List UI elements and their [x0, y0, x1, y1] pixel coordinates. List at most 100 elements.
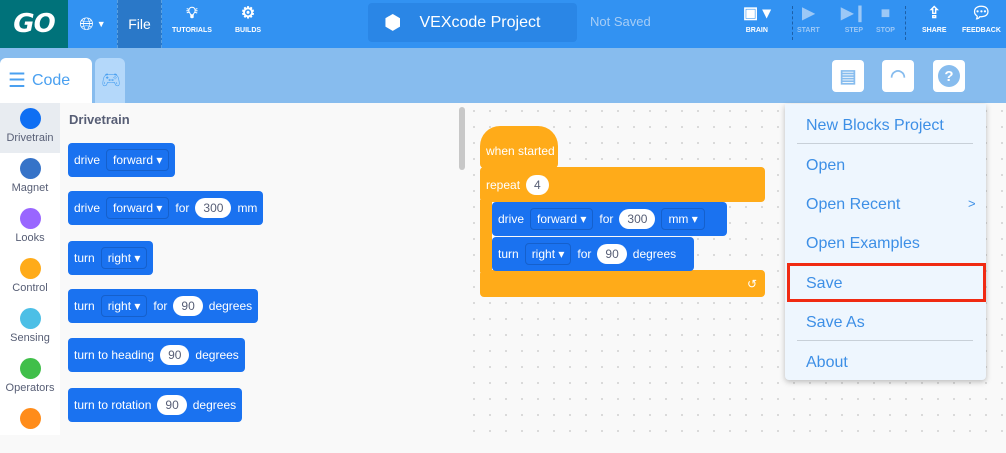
- menu-divider: [797, 340, 973, 341]
- turn-block[interactable]: turn right ▾ for 90 degrees: [492, 237, 694, 271]
- category-more[interactable]: [0, 403, 60, 453]
- category-magnet[interactable]: Magnet: [0, 153, 60, 203]
- dropdown-value: forward: [113, 201, 154, 215]
- project-name-field[interactable]: ⬢VEXcode Project: [368, 3, 577, 42]
- direction-value: right: [531, 247, 556, 261]
- menu-item-open-examples[interactable]: Open Examples: [806, 235, 920, 252]
- start-button[interactable]: ▶START: [797, 4, 820, 34]
- unit-dropdown[interactable]: mm ▾: [661, 208, 705, 230]
- block-input[interactable]: 300: [195, 198, 232, 218]
- category-label: Operators: [5, 382, 55, 394]
- dropdown-value: right: [107, 251, 132, 265]
- menu-item-new-blocks-project[interactable]: New Blocks Project: [806, 117, 944, 134]
- when-started-block[interactable]: when started: [480, 126, 558, 168]
- block-label: turn: [74, 251, 95, 265]
- brain-button[interactable]: ▣ ▾BRAIN: [743, 4, 771, 34]
- block-unit: degrees: [208, 299, 253, 313]
- share-label: SHARE: [922, 27, 947, 34]
- palette-block[interactable]: turn right ▾: [68, 241, 154, 275]
- direction-dropdown[interactable]: right ▾: [524, 243, 572, 265]
- go-logo: GO: [0, 0, 68, 48]
- for-label: for: [577, 247, 592, 261]
- category-dot-icon: [19, 358, 41, 379]
- palette-block[interactable]: turn to heading 90 degrees: [68, 338, 245, 372]
- stop-label: STOP: [876, 27, 895, 34]
- feedback-icon: 💬︎: [971, 5, 992, 22]
- drive-label: drive: [498, 212, 525, 226]
- direction-dropdown[interactable]: forward ▾: [530, 208, 594, 230]
- share-button[interactable]: ⇪SHARE: [922, 4, 947, 34]
- for-label: for: [599, 212, 614, 226]
- category-sensing[interactable]: Sensing: [0, 303, 60, 353]
- divider: [792, 6, 793, 40]
- devices-icon: ▤: [839, 65, 857, 86]
- unit-label: degrees: [632, 247, 677, 261]
- menu-item-about[interactable]: About: [806, 354, 848, 371]
- palette-heading: Drivetrain: [69, 112, 130, 127]
- block-input[interactable]: 90: [160, 345, 190, 365]
- project-name: VEXcode Project: [419, 13, 541, 31]
- lightbulb-icon: 💡︎: [186, 5, 198, 22]
- repeat-label: repeat: [486, 177, 521, 192]
- angle-input[interactable]: 90: [597, 244, 627, 264]
- file-menu: New Blocks Project Open Open Recent > Op…: [785, 104, 986, 380]
- repeat-count-input[interactable]: 4: [526, 174, 549, 195]
- tutorials-label: TUTORIALS: [172, 27, 212, 34]
- step-label: STEP: [844, 27, 863, 34]
- category-label: Control: [12, 282, 48, 294]
- dashboard-button[interactable]: ◠: [882, 60, 914, 92]
- step-button[interactable]: ▶❙STEP: [841, 4, 867, 34]
- block-input[interactable]: 90: [157, 395, 187, 415]
- tab-drive[interactable]: 🎮︎: [95, 58, 125, 103]
- category-drivetrain[interactable]: Drivetrain: [0, 103, 60, 153]
- category-label: Looks: [15, 232, 45, 244]
- feedback-button[interactable]: 💬︎FEEDBACK: [962, 4, 1001, 34]
- category-dot-icon: [19, 258, 41, 279]
- language-button[interactable]: 🌐︎▼: [68, 0, 117, 48]
- category-looks[interactable]: Looks: [0, 203, 60, 253]
- divider: [905, 6, 906, 40]
- block-input[interactable]: 90: [173, 296, 203, 316]
- start-label: START: [797, 27, 820, 34]
- help-icon: ?: [938, 65, 960, 87]
- category-label: Magnet: [11, 182, 49, 194]
- tab-code[interactable]: ☰Code: [0, 58, 92, 103]
- devices-button[interactable]: ▤: [832, 60, 864, 92]
- menu-item-save[interactable]: Save: [806, 275, 843, 292]
- repeat-block[interactable]: repeat 4: [480, 167, 765, 202]
- menu-item-save-as[interactable]: Save As: [806, 314, 865, 331]
- palette-scrollbar[interactable]: [459, 107, 465, 170]
- file-menu-button[interactable]: File: [117, 0, 162, 48]
- help-button[interactable]: ?: [933, 60, 965, 92]
- category-control[interactable]: Control: [0, 253, 60, 303]
- dropdown-value: right: [107, 299, 132, 313]
- category-label: Drivetrain: [6, 132, 54, 144]
- block-text: for: [153, 299, 168, 313]
- tutorials-button[interactable]: 💡︎ TUTORIALS: [172, 4, 212, 34]
- block-dropdown[interactable]: right ▾: [100, 247, 148, 269]
- block-dropdown[interactable]: right ▾: [100, 295, 148, 317]
- menu-item-open[interactable]: Open: [806, 157, 846, 174]
- block-dropdown[interactable]: forward ▾: [106, 197, 170, 219]
- category-operators[interactable]: Operators: [0, 353, 60, 403]
- save-highlight-box: [787, 263, 986, 302]
- menu-item-open-recent[interactable]: Open Recent: [806, 196, 901, 213]
- globe-icon: 🌐︎: [79, 13, 94, 34]
- turn-label: turn: [498, 247, 519, 261]
- block-dropdown[interactable]: forward ▾: [106, 149, 170, 171]
- dashboard-icon: ◠: [890, 65, 906, 86]
- block-label: turn to heading: [74, 348, 155, 362]
- category-label: Sensing: [10, 332, 50, 344]
- block-unit: degrees: [195, 348, 239, 362]
- stop-button[interactable]: ■ STOP: [876, 4, 895, 34]
- stop-icon: ■: [880, 5, 891, 22]
- distance-input[interactable]: 300: [619, 209, 656, 229]
- builds-button[interactable]: ⚙BUILDS: [235, 4, 261, 34]
